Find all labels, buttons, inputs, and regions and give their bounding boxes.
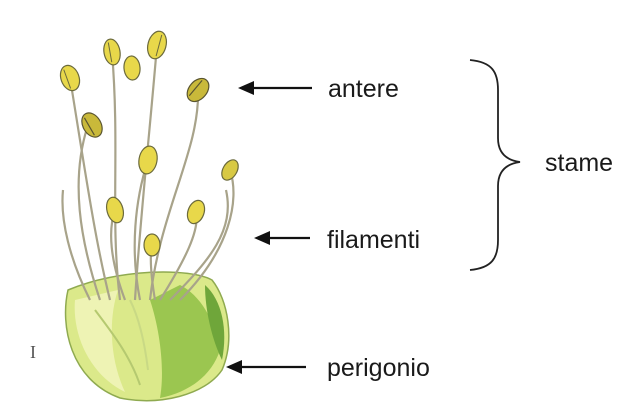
- anther: [184, 198, 207, 226]
- label-perigonio: perigonio: [327, 354, 430, 382]
- perigon-shape: [66, 272, 229, 401]
- label-filamenti: filamenti: [327, 226, 420, 254]
- label-stame: stame: [545, 149, 613, 177]
- arrow-antere: [238, 81, 312, 95]
- arrows: [226, 81, 312, 374]
- anthers: [57, 29, 241, 256]
- anther: [102, 38, 122, 66]
- anther: [123, 55, 141, 80]
- anther: [104, 195, 126, 224]
- anther: [145, 29, 170, 61]
- anther: [144, 234, 160, 256]
- anther: [183, 74, 214, 105]
- label-antere: antere: [328, 75, 399, 103]
- anther: [57, 63, 83, 94]
- figure-mark: I: [30, 342, 36, 362]
- arrow-perigonio: [226, 360, 306, 374]
- anther: [218, 157, 241, 183]
- flower-illustration: [57, 29, 241, 400]
- anther: [137, 145, 160, 176]
- anther: [78, 109, 107, 141]
- curly-brace: [470, 60, 520, 270]
- arrow-filamenti: [254, 231, 310, 245]
